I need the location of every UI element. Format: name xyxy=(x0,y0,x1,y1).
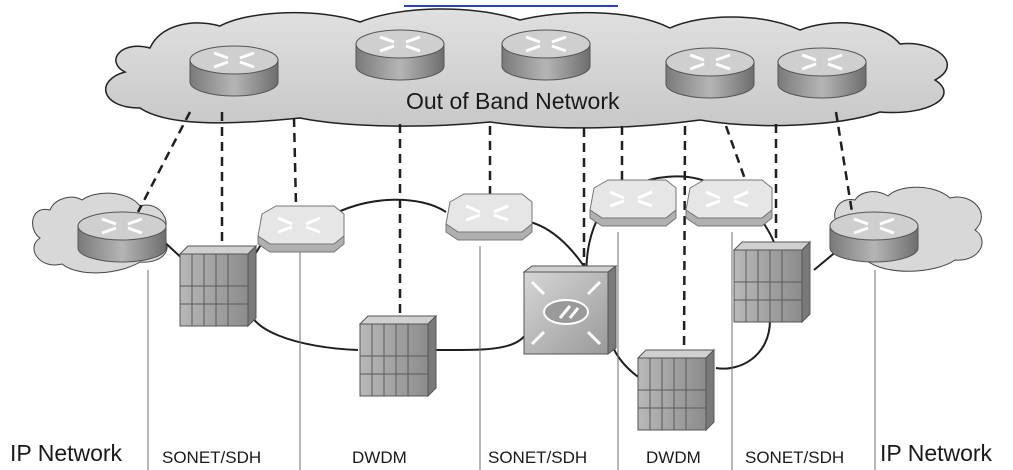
multiservice-switch xyxy=(522,265,618,355)
figure-link[interactable] xyxy=(404,0,618,7)
optical-switch-1 xyxy=(256,204,346,254)
oob-router-1 xyxy=(188,44,280,98)
management-links xyxy=(136,111,854,361)
sonet-adm-left xyxy=(179,245,257,327)
oob-router-4 xyxy=(664,46,756,100)
oob-router-5 xyxy=(776,46,868,100)
label-dwdm-2: DWDM xyxy=(646,448,701,467)
label-ip-network-left: IP Network xyxy=(10,440,123,466)
label-sonet-sdh-1: SONET/SDH xyxy=(162,448,262,467)
optical-switch-4 xyxy=(684,178,774,228)
dwdm-terminal-2 xyxy=(637,349,715,431)
label-sonet-sdh-3: SONET/SDH xyxy=(745,448,845,467)
section-separators xyxy=(147,232,876,470)
optical-switch-3 xyxy=(588,178,678,228)
ip-router-right xyxy=(828,210,920,264)
ip-router-left xyxy=(76,210,168,264)
label-dwdm-1: DWDM xyxy=(352,448,407,467)
cloud-title: Out of Band Network xyxy=(406,88,620,114)
optical-switch-2 xyxy=(444,192,534,242)
dwdm-terminal-1 xyxy=(359,315,437,397)
oob-router-3 xyxy=(500,28,592,82)
oob-router-2 xyxy=(354,28,446,82)
label-ip-network-right: IP Network xyxy=(880,440,993,466)
label-sonet-sdh-2: SONET/SDH xyxy=(488,448,588,467)
sonet-adm-right xyxy=(733,241,811,323)
